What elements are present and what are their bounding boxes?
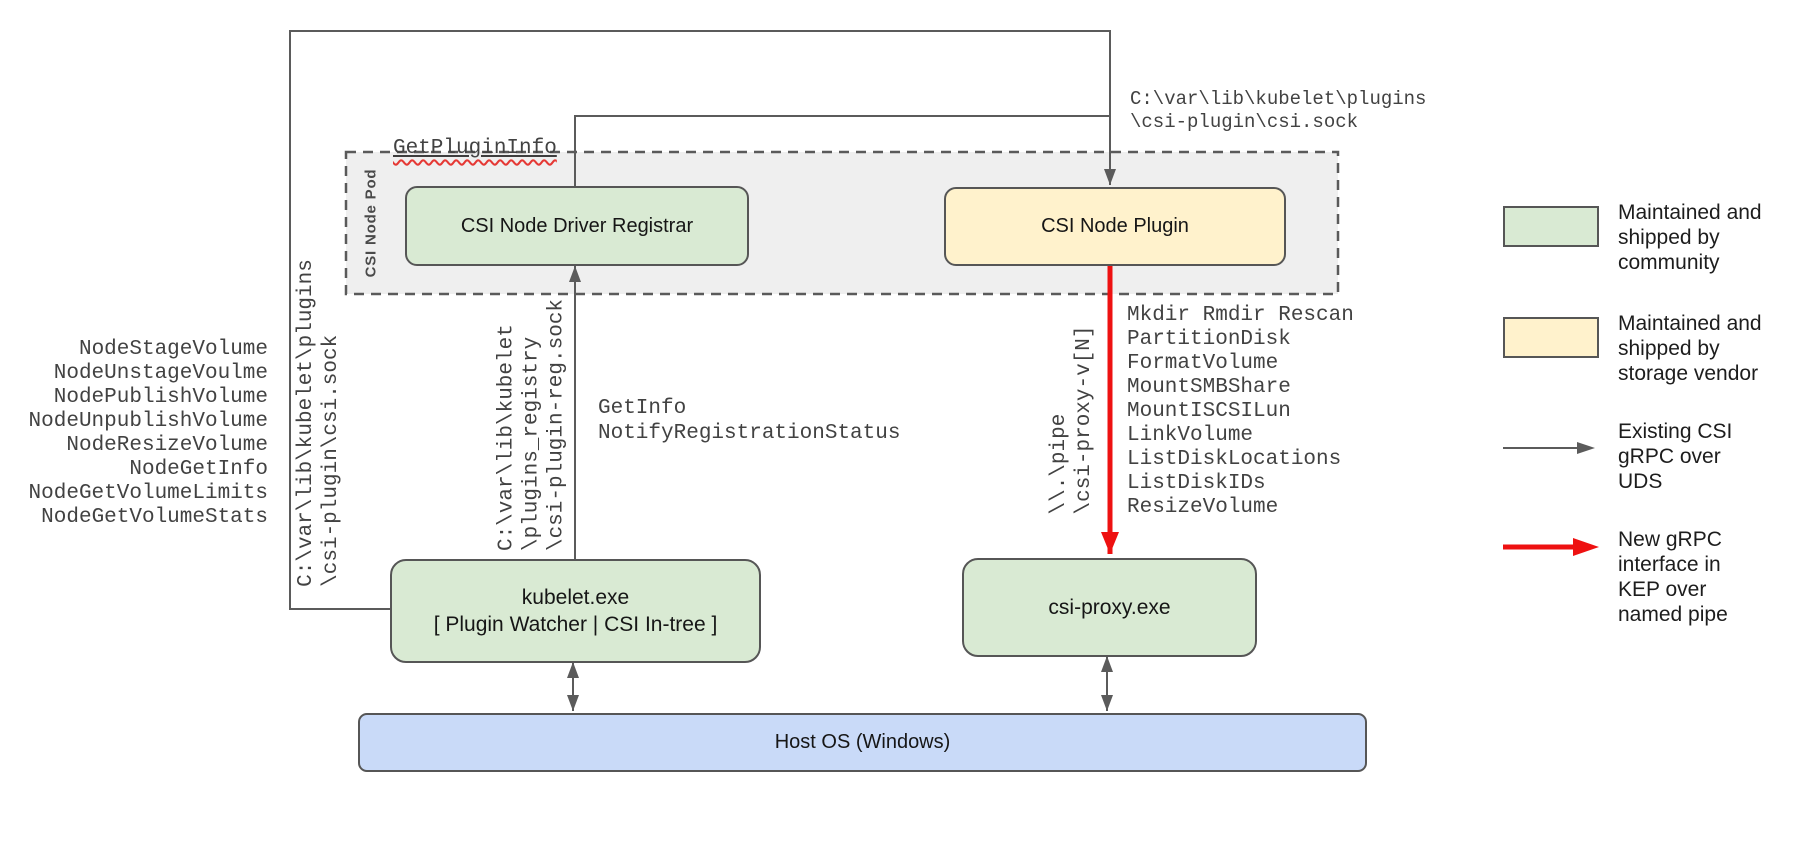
named-pipe-arrow-sample (1503, 538, 1599, 556)
legend-uds-label: Existing CSI gRPC over UDS (1618, 420, 1733, 493)
named-pipe-path-label: \\.\pipe \csi-proxy-v[N] (1048, 325, 1096, 515)
vendor-color-swatch (1503, 317, 1599, 358)
get-plugin-info-text: GetPluginInfo (393, 137, 557, 160)
legend-community-label: Maintained and shipped by community (1618, 201, 1762, 274)
csi-node-plugin-box: CSI Node Plugin (944, 187, 1286, 266)
node-rpc-list: NodeStageVolume NodeUnstageVoulme NodePu… (28, 338, 268, 529)
csi-proxy-rpc-list: Mkdir Rmdir Rescan PartitionDisk FormatV… (1127, 304, 1354, 519)
kubelet-box: kubelet.exe [ Plugin Watcher | CSI In-tr… (390, 559, 761, 663)
csi-node-pod-label: CSI Node Pod (362, 168, 380, 278)
registrar-getplugininfo-connector (574, 115, 1110, 186)
legend-vendor-label: Maintained and shipped by storage vendor (1618, 312, 1762, 385)
get-plugin-info-label: GetPluginInfo (393, 110, 557, 162)
kubelet-to-plugin-uds-connector (289, 30, 1116, 610)
community-color-swatch (1503, 206, 1599, 247)
csi-proxy-box: csi-proxy.exe (962, 558, 1257, 657)
legend-named-pipe-label: New gRPC interface in KEP over named pip… (1618, 528, 1728, 626)
csi-sock-path-label-left: C:\var\lib\kubelet\plugins \csi-plugin\c… (295, 259, 343, 587)
csi-sock-path-label-top: C:\var\lib\kubelet\plugins \csi-plugin\c… (1130, 88, 1427, 133)
csi-node-driver-registrar-box: CSI Node Driver Registrar (405, 186, 749, 266)
host-os-box: Host OS (Windows) (358, 713, 1367, 772)
registration-rpcs-label: GetInfo NotifyRegistrationStatus (598, 397, 901, 445)
uds-arrow-sample (1503, 442, 1595, 454)
registration-sock-path-label: C:\var\lib\kubelet \plugins_registry \cs… (495, 298, 569, 552)
